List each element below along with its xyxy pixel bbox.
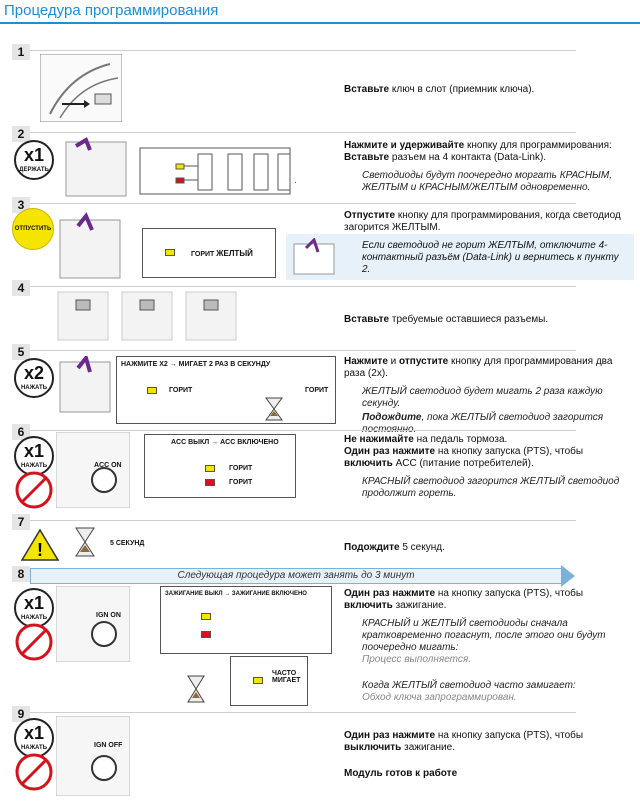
key-label: IGN ON xyxy=(96,612,121,619)
step-number: 1 xyxy=(12,44,30,60)
step-number: 5 xyxy=(12,344,30,360)
step-1-text: Вставьте ключ в слот (приемник ключа). xyxy=(344,84,535,95)
step-5-text: Нажмите и отпустите кнопку для программи… xyxy=(344,356,613,435)
step-number: 2 xyxy=(12,126,30,142)
data-link-illustration: … xyxy=(65,137,296,197)
no-brake-icon xyxy=(15,753,53,791)
divider xyxy=(30,286,576,287)
led-blink-diagram: НАЖМИТЕ Х2 → МИГАЕТ 2 РАЗ В СЕКУНДУ ГОРИ… xyxy=(116,356,336,424)
led-status-label: ГОРИТ ЖЕЛТЫЙ xyxy=(191,249,253,258)
acc-diagram: ACC ВЫКЛ → ACC ВКЛЮЧЕНО ГОРИТ ГОРИТ xyxy=(144,434,296,498)
ignition-button-illustration xyxy=(56,586,130,662)
duration-banner: Следующая процедура может занять до 3 ми… xyxy=(30,565,575,587)
page-title: Процедура программирования xyxy=(0,0,640,24)
ignition-button-illustration xyxy=(56,716,130,796)
step-6-text: Не нажимайте на педаль тормоза. Один раз… xyxy=(344,434,620,499)
no-brake-icon xyxy=(15,623,53,661)
step-number: 4 xyxy=(12,280,30,296)
step-number: 6 xyxy=(12,424,30,440)
step-8-text: Один раз нажмите на кнопку запуска (PTS)… xyxy=(344,588,606,703)
divider xyxy=(30,350,576,351)
divider xyxy=(30,203,576,204)
final-status: Модуль готов к работе xyxy=(344,768,458,779)
svg-text:!: ! xyxy=(37,540,43,560)
hourglass-icon xyxy=(187,675,205,703)
step-number: 8 xyxy=(12,566,30,582)
step-number: 7 xyxy=(12,514,30,530)
step-3-text: Отпустите кнопку для программирования, к… xyxy=(344,210,621,233)
wait-label: 5 СЕКУНД xyxy=(110,540,145,547)
disconnect-icon xyxy=(293,238,335,275)
divider xyxy=(30,50,576,51)
warning-icon: ! xyxy=(20,528,60,561)
hourglass-icon xyxy=(265,397,283,421)
step-number: 9 xyxy=(12,706,30,722)
key-label: IGN OFF xyxy=(94,742,123,749)
flash-label: ЧАСТО МИГАЕТ xyxy=(272,670,301,684)
divider xyxy=(30,430,576,431)
hourglass-icon xyxy=(75,527,95,557)
release-badge: ОТПУСТИТЬ xyxy=(12,208,54,250)
divider xyxy=(30,712,576,713)
step-2-text: Нажмите и удерживайте кнопку для програм… xyxy=(344,140,613,193)
ignition-button-illustration xyxy=(56,432,130,508)
step-7-text: Подождите 5 секунд. xyxy=(344,542,445,553)
led-diagram: ГОРИТ ЖЕЛТЫЙ xyxy=(142,228,276,278)
ignition-diagram: ЗАЖИГАНИЕ ВЫКЛ → ЗАЖИГАНИЕ ВКЛЮЧЕНО xyxy=(160,586,332,654)
step-4-text: Вставьте требуемые оставшиеся разъемы. xyxy=(344,314,549,325)
key-label: ACC ON xyxy=(94,462,122,469)
no-brake-icon xyxy=(15,471,53,509)
svg-text:…: … xyxy=(294,175,296,186)
warning-note-box: Если светодиод не горит ЖЕЛТЫМ, отключит… xyxy=(286,234,634,280)
press-illustration xyxy=(59,356,111,413)
divider xyxy=(30,520,576,521)
release-illustration xyxy=(59,212,121,279)
step-9-text: Один раз нажмите на кнопку запуска (PTS)… xyxy=(344,730,634,780)
connectors-illustration xyxy=(57,291,237,341)
fast-blink-diagram xyxy=(230,656,308,706)
key-slot-illustration xyxy=(40,54,122,122)
divider xyxy=(30,132,576,133)
